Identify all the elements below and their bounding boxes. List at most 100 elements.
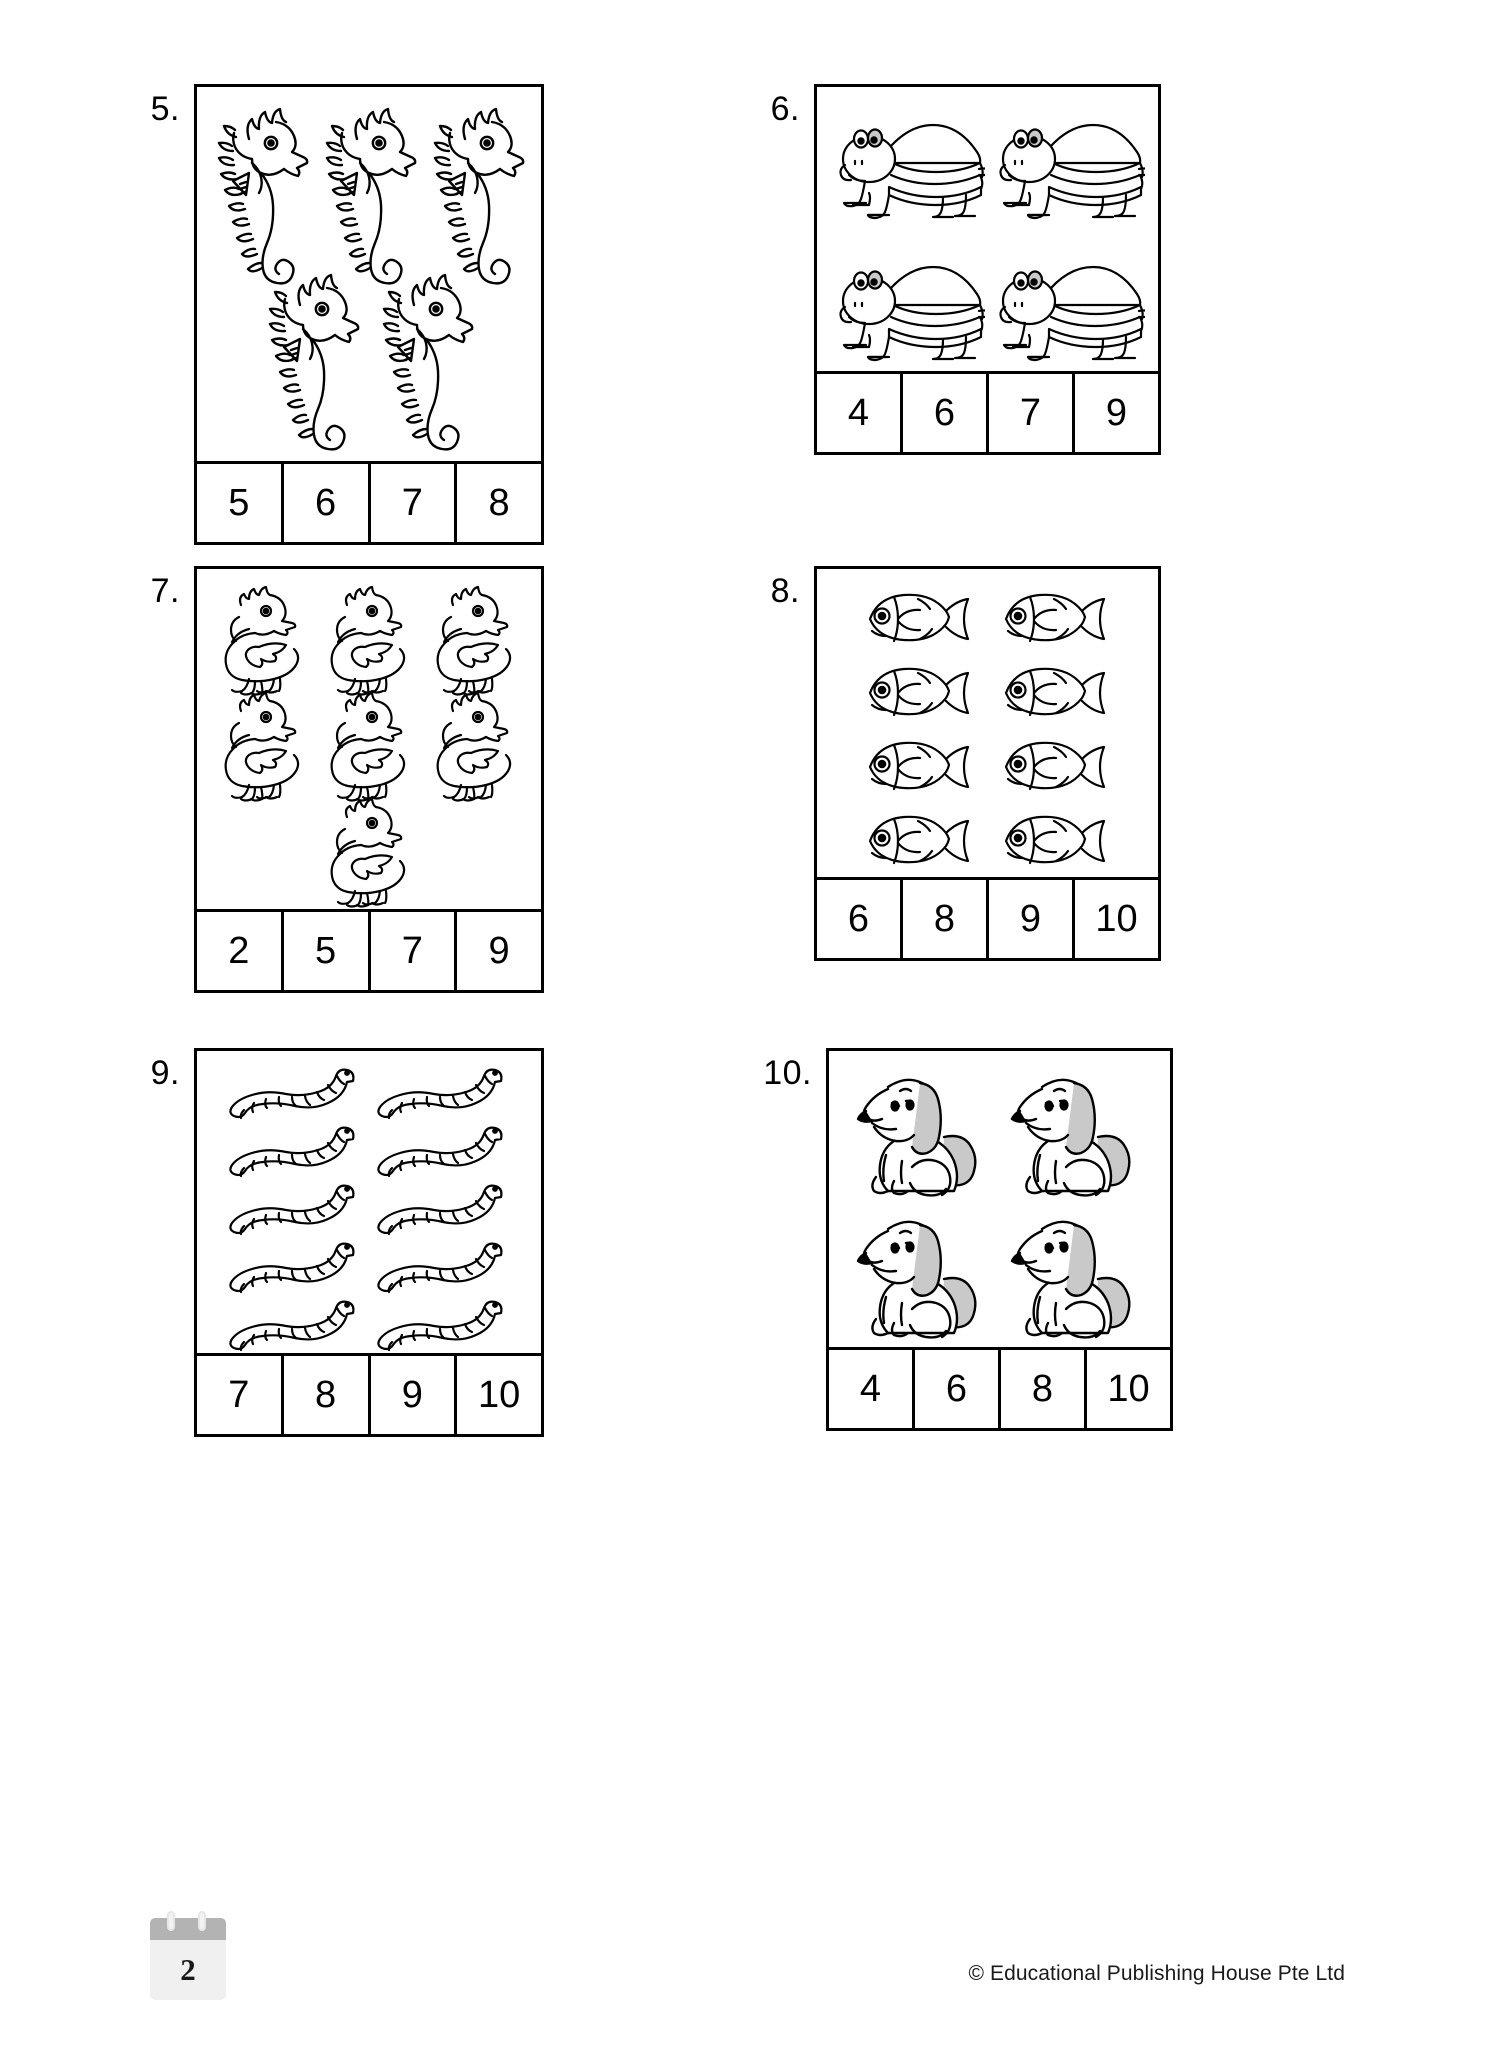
answer-option[interactable]: 2 xyxy=(197,912,284,990)
answer-option[interactable]: 6 xyxy=(817,880,903,958)
worm-row-3 xyxy=(197,1181,541,1237)
answer-option[interactable]: 7 xyxy=(371,912,458,990)
answer-options-6: 4 6 7 9 xyxy=(817,371,1158,452)
question-card-9: 9. xyxy=(118,1048,658,1500)
worm-icon xyxy=(229,1300,355,1352)
answer-option[interactable]: 4 xyxy=(829,1350,915,1428)
answer-option[interactable]: 9 xyxy=(1105,392,1128,434)
answer-options-8: 6 8 9 10 xyxy=(817,877,1158,958)
answer-options-7: 2 5 7 9 xyxy=(197,909,541,990)
fish-icon xyxy=(1004,741,1105,791)
duck-row-2 xyxy=(197,691,541,803)
duck-icon xyxy=(224,691,300,802)
fish-icon xyxy=(868,593,969,643)
duck-row-1 xyxy=(197,585,541,697)
turtle-icon xyxy=(998,123,1145,220)
turtle-row-1 xyxy=(817,109,1158,229)
seahorse-icon xyxy=(268,273,360,451)
answer-option[interactable]: 7 xyxy=(371,464,458,542)
answer-option[interactable]: 10 xyxy=(1107,1368,1150,1410)
answer-option[interactable]: 4 xyxy=(817,374,903,452)
answer-option[interactable]: 8 xyxy=(284,1356,371,1434)
seahorse-row-1 xyxy=(197,105,541,295)
question-number-5: 5. xyxy=(150,90,180,128)
worm-row-5 xyxy=(197,1297,541,1353)
fish-icon xyxy=(868,667,969,717)
question-box-9: 7 8 9 10 xyxy=(194,1048,544,1437)
badge-top-bar xyxy=(150,1911,226,1940)
dog-icon xyxy=(1010,1078,1131,1197)
duck-icon xyxy=(436,691,512,802)
question-card-10: 10. xyxy=(738,1048,1278,1500)
duck-icon xyxy=(330,797,406,908)
answer-option[interactable]: 8 xyxy=(903,880,989,958)
question-number-6: 6. xyxy=(770,90,800,128)
picture-panel-ducks xyxy=(197,569,541,909)
question-box-6: 4 6 7 9 xyxy=(814,84,1161,455)
answer-option[interactable]: 8 xyxy=(1001,1350,1087,1428)
turtle-row-2 xyxy=(817,251,1158,371)
duck-icon xyxy=(224,585,300,696)
worm-row-4 xyxy=(197,1239,541,1295)
answer-option[interactable]: 7 xyxy=(989,374,1075,452)
question-card-8: 8. xyxy=(738,566,1278,1018)
answer-option[interactable]: 8 xyxy=(488,482,510,524)
worm-icon xyxy=(377,1068,503,1120)
worm-row-2 xyxy=(197,1123,541,1179)
answer-option[interactable]: 9 xyxy=(488,930,510,972)
answer-option[interactable]: 6 xyxy=(284,464,371,542)
fish-icon xyxy=(1004,593,1105,643)
copyright-notice: © Educational Publishing House Pte Ltd xyxy=(968,1962,1345,1985)
answer-option[interactable]: 7 xyxy=(197,1356,284,1434)
answer-option[interactable]: 9 xyxy=(989,880,1075,958)
answer-option[interactable]: 10 xyxy=(1095,898,1138,940)
question-box-8: 6 8 9 10 xyxy=(814,566,1161,961)
fish-icon xyxy=(1004,815,1105,865)
seahorse-icon xyxy=(433,107,525,285)
turtle-icon xyxy=(998,265,1145,362)
question-grid: 5. xyxy=(118,84,1401,1500)
fish-icon xyxy=(1004,667,1105,717)
worm-icon xyxy=(229,1242,355,1294)
seahorse-icon xyxy=(217,107,309,285)
answer-option[interactable]: 5 xyxy=(197,464,284,542)
turtle-icon xyxy=(838,265,985,362)
picture-panel-seahorses xyxy=(197,87,541,461)
answer-option[interactable]: 10 xyxy=(477,1374,521,1416)
fish-icon xyxy=(868,741,969,791)
question-box-5: 5 6 7 8 xyxy=(194,84,544,545)
worm-row-1 xyxy=(197,1065,541,1121)
answer-option[interactable]: 6 xyxy=(903,374,989,452)
question-card-5: 5. xyxy=(118,84,658,545)
fish-icon xyxy=(868,815,969,865)
fish-row-4 xyxy=(817,807,1158,877)
badge-ring-left-icon xyxy=(167,1911,175,1931)
answer-option[interactable]: 9 xyxy=(371,1356,458,1434)
answer-options-10: 4 6 8 10 xyxy=(829,1347,1170,1428)
dog-row-2 xyxy=(829,1207,1170,1347)
question-card-7: 7. xyxy=(118,566,658,1018)
duck-icon xyxy=(330,585,406,696)
picture-panel-fish xyxy=(817,569,1158,877)
dog-icon xyxy=(856,1220,977,1339)
seahorse-row-2 xyxy=(197,271,541,461)
answer-option[interactable]: 6 xyxy=(915,1350,1001,1428)
answer-option[interactable]: 5 xyxy=(284,912,371,990)
page-footer: 2 © Educational Publishing House Pte Ltd xyxy=(0,1898,1497,2048)
answer-options-9: 7 8 9 10 xyxy=(197,1353,541,1434)
worm-icon xyxy=(229,1184,355,1236)
duck-row-3 xyxy=(197,797,541,909)
dog-row-1 xyxy=(829,1065,1170,1205)
question-number-7: 7. xyxy=(150,572,180,610)
worm-icon xyxy=(377,1184,503,1236)
worm-icon xyxy=(229,1068,355,1120)
question-number-10: 10. xyxy=(763,1054,812,1092)
worm-icon xyxy=(377,1126,503,1178)
worm-icon xyxy=(377,1300,503,1352)
dog-icon xyxy=(1010,1220,1131,1339)
picture-panel-worms xyxy=(197,1051,541,1353)
worm-icon xyxy=(229,1126,355,1178)
question-box-10: 4 6 8 10 xyxy=(826,1048,1173,1431)
picture-panel-dogs xyxy=(829,1051,1170,1347)
